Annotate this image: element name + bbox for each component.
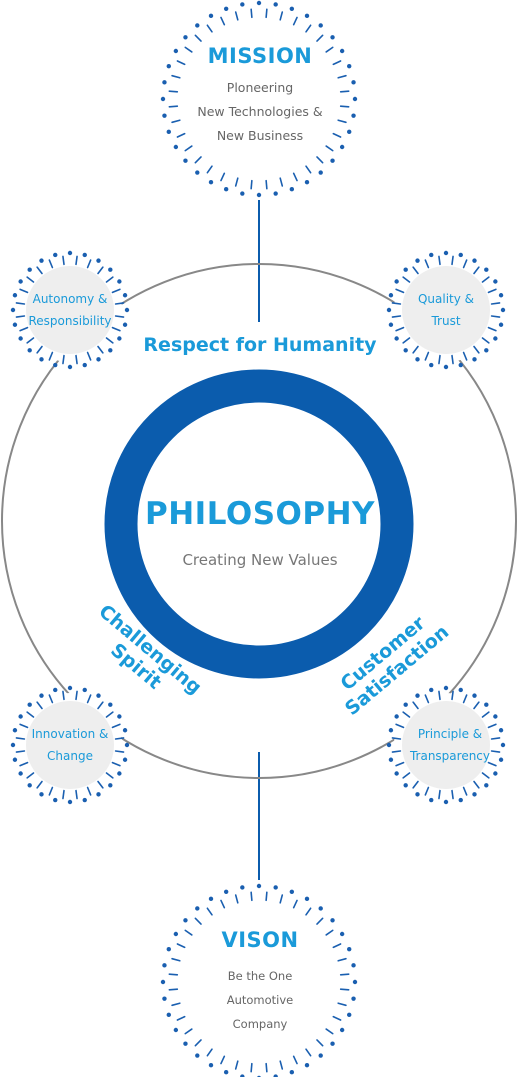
principle-line-2: Transparency [409, 749, 491, 763]
innovation-circle [18, 693, 122, 797]
mission-line-2: New Technologies & [197, 104, 323, 119]
principle-line-1: Principle & [417, 727, 483, 741]
quality-line-2: Trust [431, 314, 461, 328]
principle-transparency: Principle & Transparency [390, 723, 510, 767]
principle-autonomy: Autonomy & Responsibility [10, 288, 130, 332]
innovation-dots [10, 685, 130, 805]
mission-title: MISSION [207, 44, 313, 68]
mission-line-3: New Business [216, 128, 304, 143]
quality-circle [394, 258, 498, 362]
innovation-line-1: Innovation & [31, 727, 109, 741]
value-respect-for-humanity: Respect for Humanity [143, 334, 377, 356]
mission-line-1: Ploneering [226, 80, 294, 95]
philosophy-subtitle: Creating New Values [182, 551, 338, 569]
mission-dots [160, 0, 358, 198]
vision-title: VISON [221, 928, 299, 952]
quality-line-1: Quality & [417, 292, 475, 306]
vision-line-3: Company [232, 1017, 288, 1031]
quality-dots [386, 250, 506, 370]
vision-dots [160, 883, 358, 1077]
mission-circle [171, 11, 347, 187]
principle-dots [386, 685, 506, 805]
orbit-circle [1, 263, 517, 779]
philosophy-ring [104, 369, 414, 679]
vision-line-2: Automotive [226, 993, 294, 1007]
vision-circle [171, 894, 347, 1070]
principle-quality: Quality & Trust [386, 288, 506, 332]
autonomy-circle [18, 258, 122, 362]
vision-line-1: Be the One [227, 969, 293, 983]
innovation-line-2: Change [47, 749, 93, 763]
philosophy-title: PHILOSOPHY [145, 496, 375, 532]
principle-circle [394, 693, 498, 797]
principle-innovation: Innovation & Change [10, 723, 130, 767]
autonomy-dots [10, 250, 130, 370]
autonomy-line-2: Responsibility [28, 314, 112, 328]
autonomy-line-1: Autonomy & [32, 292, 108, 306]
dotted-borders [10, 0, 506, 1077]
